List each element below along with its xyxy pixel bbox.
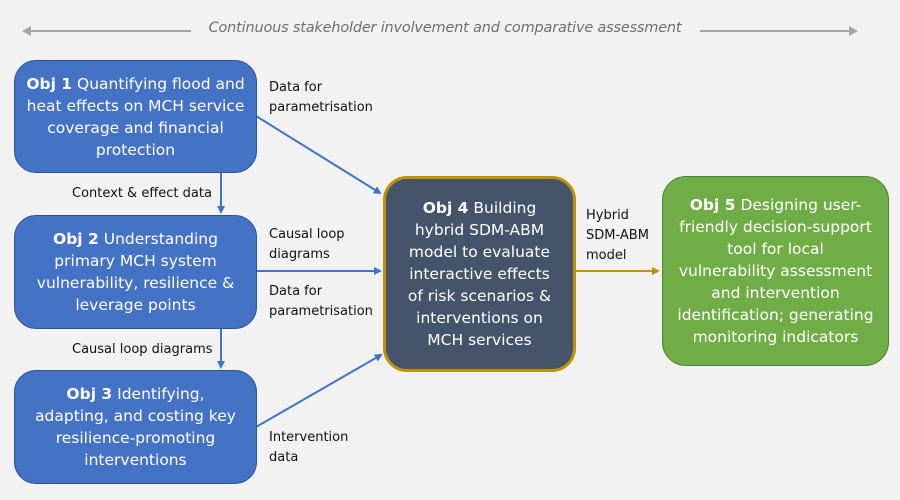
objective-4-id: Obj 4 xyxy=(422,199,469,217)
objective-5-id: Obj 5 xyxy=(689,196,736,214)
edge-label-obj1-obj2: Context & effect data xyxy=(72,186,212,201)
connector-obj3-obj4 xyxy=(255,354,383,428)
objective-box-3: Obj 3 Identifying, adapting, and costing… xyxy=(14,370,257,484)
banner-arrow-line-right xyxy=(700,30,850,32)
connector-obj1-obj4 xyxy=(255,115,382,195)
edge-label-obj1-obj4: Data for parametrisation xyxy=(269,80,373,115)
objective-box-1: Obj 1 Quantifying flood and heat effects… xyxy=(14,60,257,173)
objective-box-5: Obj 5 Designing user-friendly decision-s… xyxy=(662,176,889,366)
edge-label-obj2-obj4-a: Causal loop diagrams xyxy=(269,227,345,262)
edge-label-obj3-obj4: Intervention data xyxy=(269,430,349,465)
objective-5-text: Designing user-friendly decision-support… xyxy=(677,196,874,346)
objective-box-4: Obj 4 Building hybrid SDM-ABM model to e… xyxy=(383,176,576,372)
edge-label-obj2-obj4-b: Data for parametrisation xyxy=(269,284,373,319)
objective-2-id: Obj 2 xyxy=(53,230,99,248)
banner-label: Continuous stakeholder involvement and c… xyxy=(208,20,682,36)
objective-3-id: Obj 3 xyxy=(66,385,113,403)
objective-2-text: Understanding primary MCH system vulnera… xyxy=(36,230,235,314)
objective-3-text: Identifying, adapting, and costing key r… xyxy=(35,385,236,469)
objective-4-text: Building hybrid SDM-ABM model to evaluat… xyxy=(407,199,552,349)
objective-box-2: Obj 2 Understanding primary MCH system v… xyxy=(14,215,257,329)
banner-arrow-right-icon xyxy=(849,26,858,36)
edge-label-obj2-obj3: Causal loop diagrams xyxy=(72,342,213,357)
objective-1-id: Obj 1 xyxy=(26,74,73,93)
objective-1-text: Quantifying flood and heat effects on MC… xyxy=(26,74,245,159)
edge-label-obj4-obj5: Hybrid SDM-ABM model xyxy=(586,208,649,263)
banner-arrow-line-left xyxy=(28,30,191,32)
banner-arrow-left-icon xyxy=(22,26,31,36)
